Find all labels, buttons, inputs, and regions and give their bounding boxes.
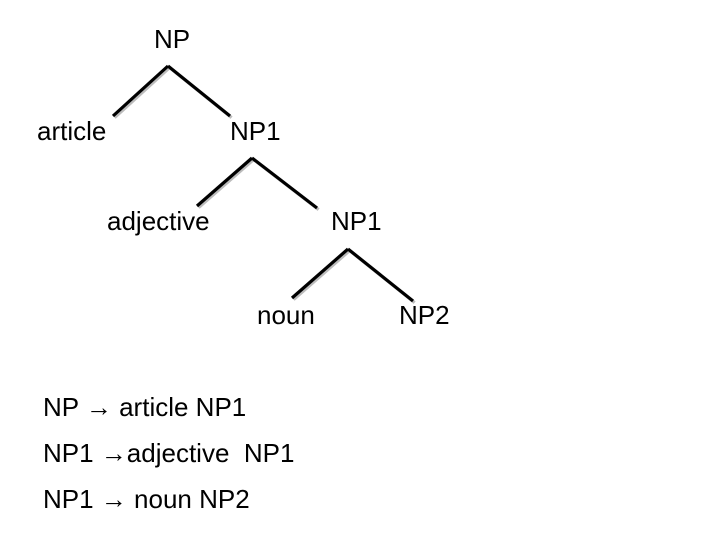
edge-np12-noun [290, 247, 350, 300]
edge-np1-np1-shadow [252, 158, 320, 211]
edge-np1-adj-shadow [197, 158, 255, 209]
tree-node-np1-level1: NP1 [230, 116, 281, 146]
edge-np12-noun-shadow [292, 249, 351, 301]
edge-np-article [111, 64, 170, 118]
edge-np12-np2 [347, 247, 414, 303]
tree-node-noun: noun [257, 300, 315, 330]
tree-node-np-root: NP [154, 24, 191, 54]
tree-edge-shadows [113, 66, 416, 304]
tree-edge-strokes [111, 64, 414, 303]
edge-np-article-shadow [113, 66, 171, 119]
tree-node-np1-level2: NP1 [331, 206, 382, 236]
tree-node-np2: NP2 [399, 300, 450, 330]
tree-node-article: article [37, 116, 107, 146]
edge-np1-np1 [251, 156, 318, 210]
edge-np-np1 [166, 64, 232, 118]
grammar-rule-1: NP → article NP1 [43, 392, 247, 422]
edge-np1-adj [195, 156, 254, 208]
grammar-rule-2: NP1 →adjective NP1 [43, 438, 295, 468]
edge-np12-np2-shadow [348, 249, 416, 304]
tree-node-adjective: adjective [107, 206, 210, 236]
grammar-rule-3: NP1 → noun NP2 [43, 484, 250, 514]
edge-np-np1-shadow [168, 66, 233, 119]
